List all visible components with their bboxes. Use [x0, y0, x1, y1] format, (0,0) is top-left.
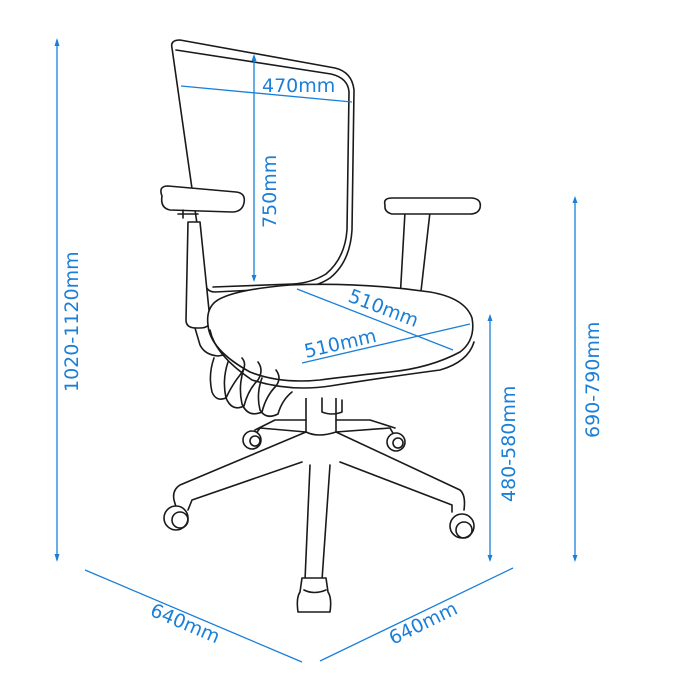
label-overall-height: 1020-1120mm	[61, 251, 83, 392]
left-armrest	[160, 185, 246, 357]
caster-front-center	[296, 577, 332, 613]
dimension-lines: 1020-1120mm 470mm 750mm 510mm 510mm	[54, 38, 604, 663]
right-armrest	[383, 197, 482, 301]
dim-seat-height: 480-580mm	[487, 314, 520, 562]
chair-drawing	[160, 39, 482, 613]
label-back-height: 750mm	[259, 155, 281, 228]
label-seat-height: 480-580mm	[498, 386, 520, 502]
dim-overall-height: 1020-1120mm	[54, 38, 83, 562]
caster-back-right	[386, 432, 406, 452]
caster-back-left	[242, 430, 262, 450]
casters	[163, 430, 475, 613]
tilt-mechanism	[209, 357, 293, 418]
caster-front-right	[449, 513, 475, 539]
dim-back-width: 470mm	[180, 75, 353, 103]
gas-lift	[305, 397, 343, 436]
seat	[206, 283, 475, 389]
dim-base-depth: 640mm	[84, 569, 303, 663]
dim-arm-height: 690-790mm	[572, 196, 604, 562]
label-back-width: 470mm	[262, 75, 335, 97]
dim-base-width: 640mm	[319, 567, 514, 662]
backrest	[170, 39, 355, 293]
label-base-width: 640mm	[386, 598, 462, 650]
star-base	[172, 419, 466, 581]
caster-front-left	[163, 505, 189, 531]
label-arm-height: 690-790mm	[582, 322, 604, 438]
dim-back-height: 750mm	[251, 54, 281, 282]
label-base-depth: 640mm	[147, 599, 223, 648]
